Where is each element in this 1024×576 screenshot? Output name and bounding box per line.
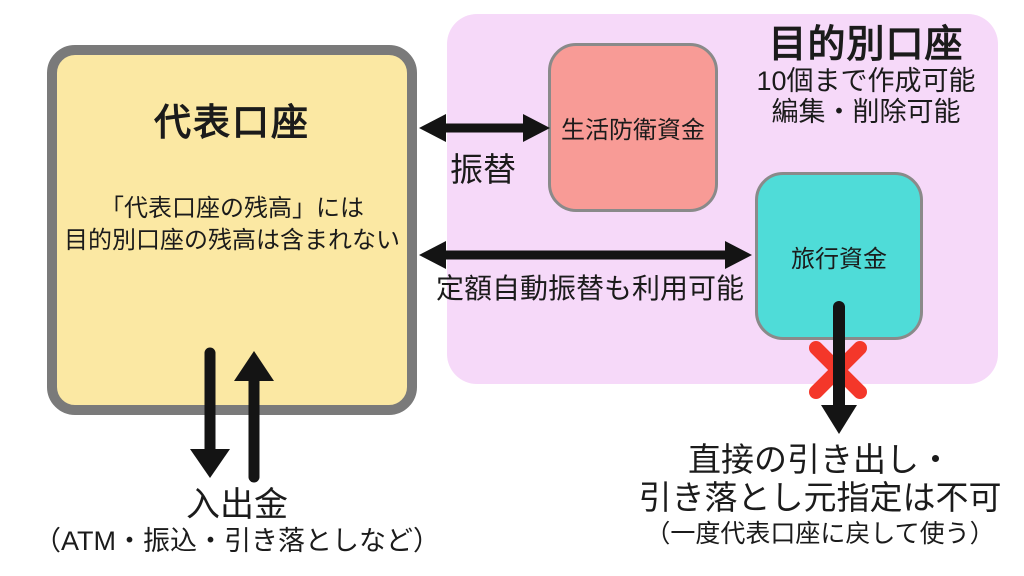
note-line-1: 「代表口座の残高」には bbox=[100, 195, 364, 222]
purpose-accounts-subtitle-2: 編集・削除可能 bbox=[771, 97, 961, 127]
deposit-withdraw-label: 入出金 bbox=[186, 486, 288, 524]
restriction-line-2: 引き落とし元指定は不可 bbox=[638, 479, 1002, 516]
deposit-withdraw-block: 入出金 （ATM・振込・引き落としなど） bbox=[34, 486, 440, 557]
auto-transfer-label: 定額自動振替も利用可能 bbox=[435, 273, 745, 304]
restriction-block: 直接の引き出し・ 引き落とし元指定は不可 （一度代表口座に戻して使う） bbox=[639, 441, 1002, 550]
travel-fund-label: 旅行資金 bbox=[791, 245, 887, 273]
purpose-accounts-subtitle-1: 10個まで作成可能 bbox=[756, 66, 976, 96]
purpose-accounts-panel: 目的別口座 10個まで作成可能 編集・削除可能 生活防衛資金 旅行資金 bbox=[447, 14, 998, 384]
emergency-fund-box: 生活防衛資金 bbox=[548, 43, 718, 212]
travel-fund-box: 旅行資金 bbox=[755, 172, 923, 340]
representative-account-box: 代表口座 「代表口座の残高」には 目的別口座の残高は含まれない bbox=[47, 45, 417, 415]
restriction-line-1: 直接の引き出し・ bbox=[688, 441, 952, 478]
note-line-2: 目的別口座の残高は含まれない bbox=[64, 227, 400, 254]
transfer-label: 振替 bbox=[450, 151, 516, 188]
purpose-accounts-title: 目的別口座 bbox=[768, 24, 964, 66]
deposit-withdraw-sublabel: （ATM・振込・引き落としなど） bbox=[34, 526, 440, 556]
representative-account-title: 代表口座 bbox=[154, 102, 310, 143]
representative-account-note: 「代表口座の残高」には 目的別口座の残高は含まれない bbox=[57, 193, 407, 257]
purpose-accounts-header: 目的別口座 10個まで作成可能 編集・削除可能 bbox=[740, 24, 992, 128]
emergency-fund-label: 生活防衛資金 bbox=[561, 117, 705, 144]
restriction-line-3: （一度代表口座に戻して使う） bbox=[645, 520, 995, 548]
